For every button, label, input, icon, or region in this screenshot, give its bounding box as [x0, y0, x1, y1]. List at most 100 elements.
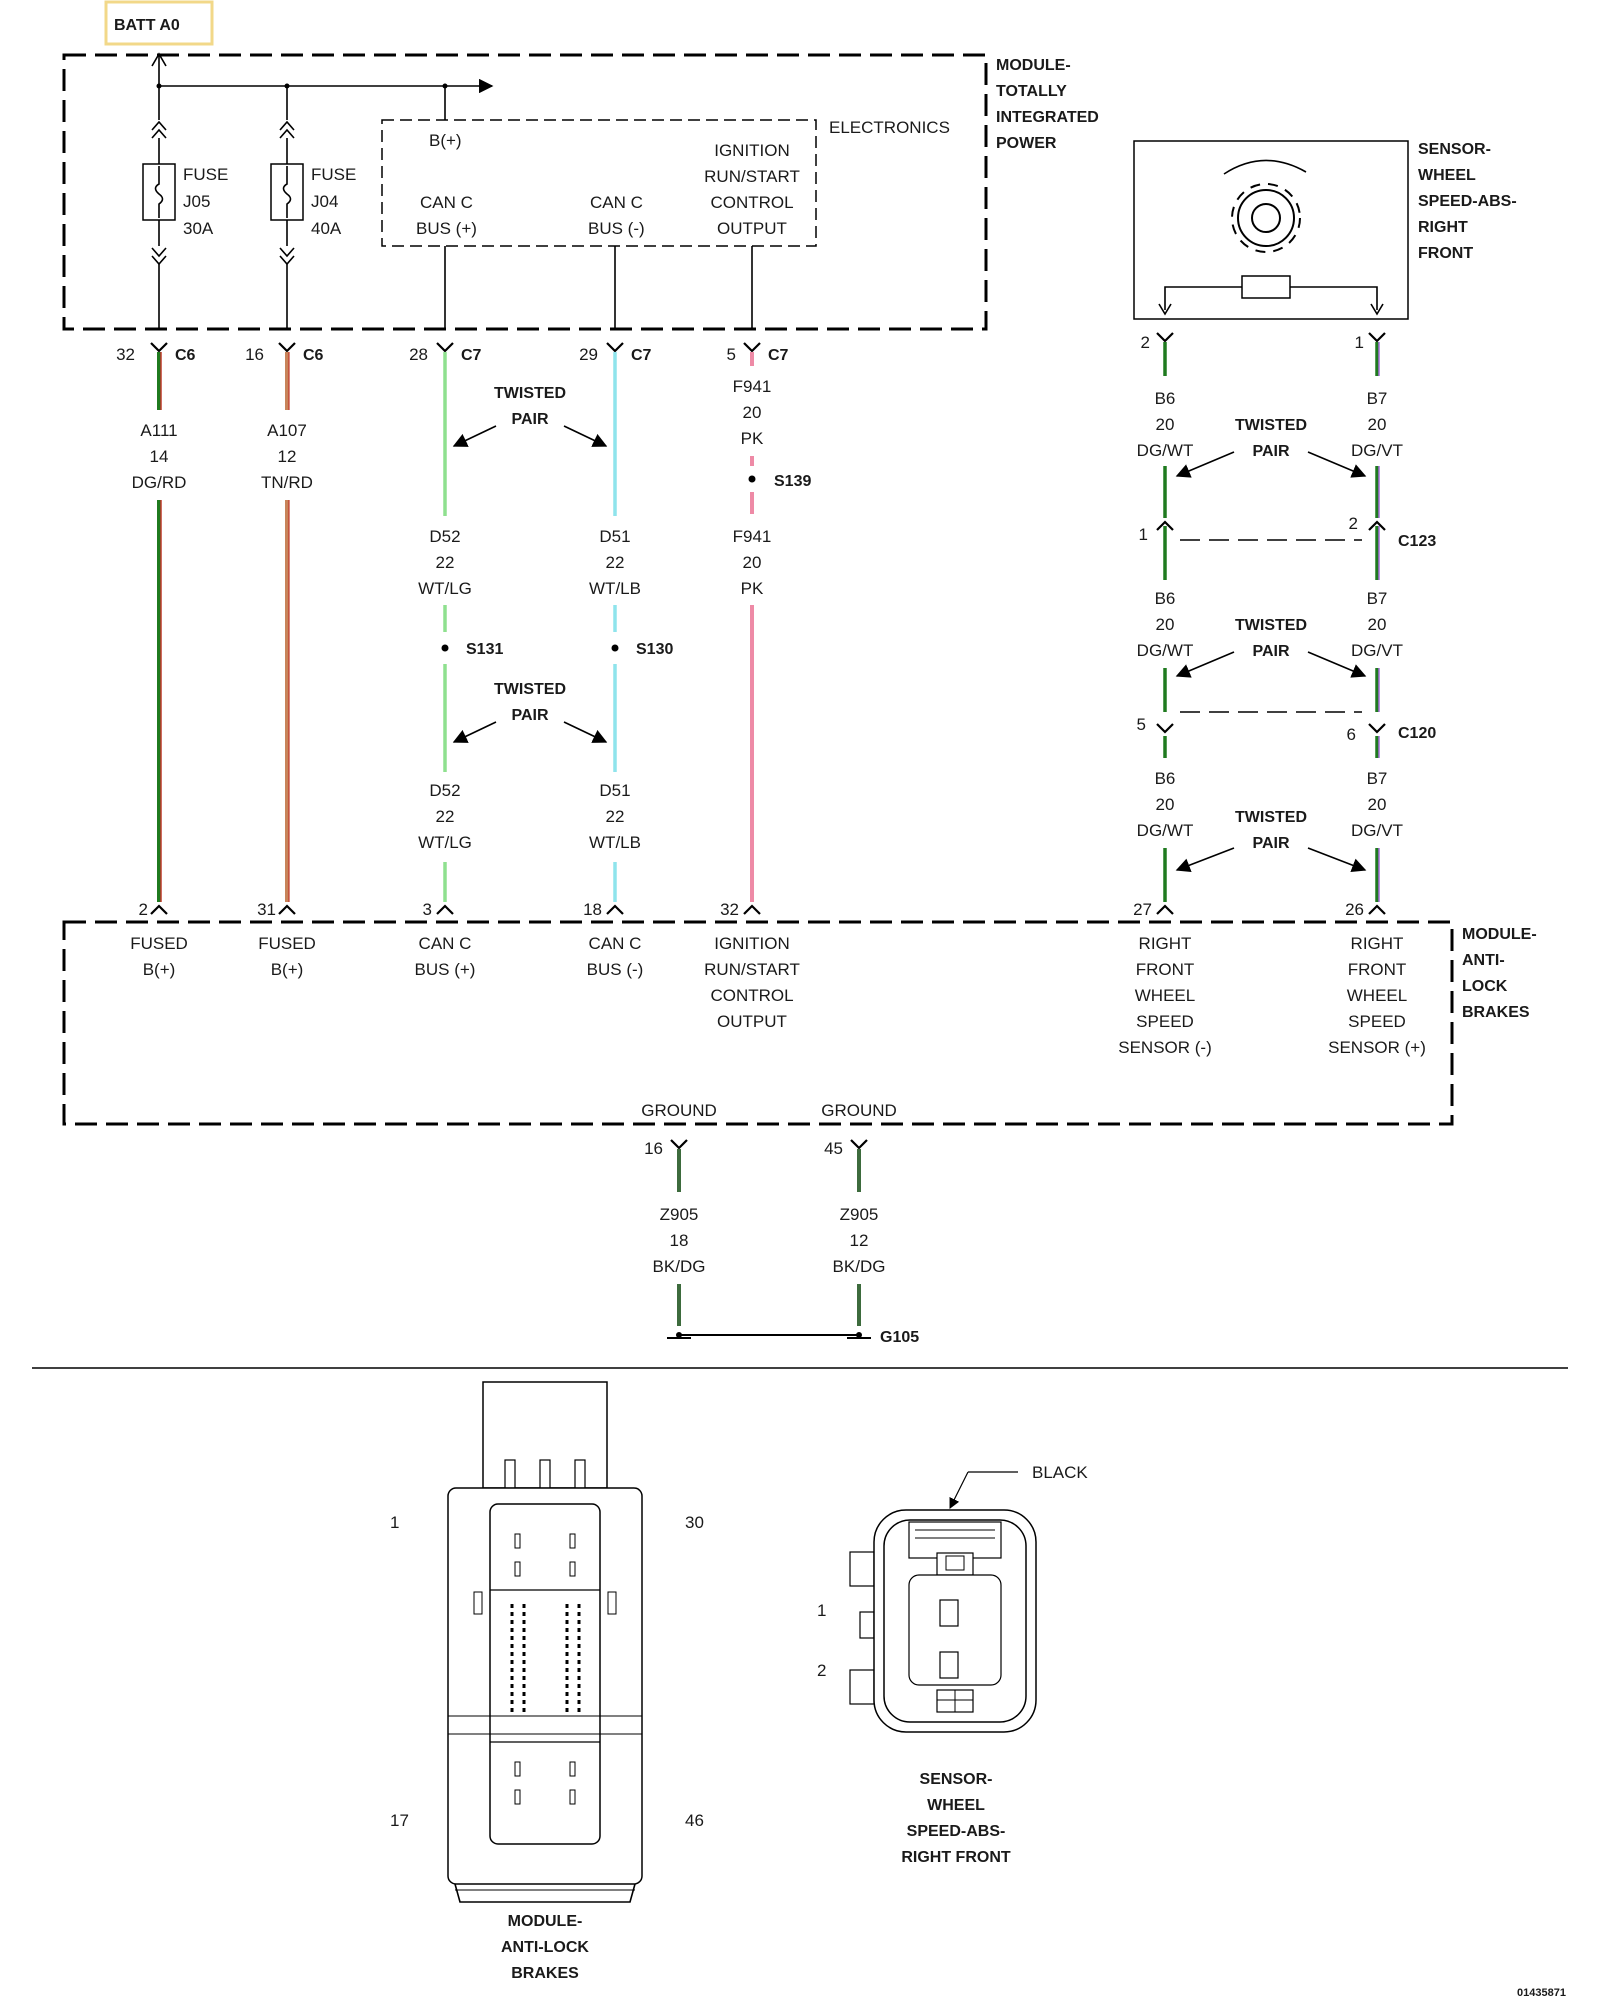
svg-text:OUTPUT: OUTPUT: [717, 1012, 787, 1031]
svg-text:DG/VT: DG/VT: [1351, 641, 1403, 660]
svg-text:C120: C120: [1398, 725, 1436, 742]
svg-text:18: 18: [670, 1231, 689, 1250]
svg-text:PAIR: PAIR: [1252, 443, 1289, 460]
svg-text:SENSOR (-): SENSOR (-): [1118, 1038, 1212, 1057]
wire-d52: D52 22 WT/LG S131 D52 22 WT/LG: [418, 352, 503, 902]
pin-cavity: [565, 1612, 569, 1616]
batt-a0-label: BATT A0: [104, 0, 214, 46]
svg-text:12: 12: [850, 1231, 869, 1250]
svg-text:B7: B7: [1367, 389, 1388, 408]
pin-cavity: [522, 1700, 526, 1704]
pin-cavity: [577, 1604, 581, 1608]
svg-text:1: 1: [390, 1513, 399, 1532]
svg-text:CONTROL: CONTROL: [710, 986, 793, 1005]
pin-cavity: [565, 1628, 569, 1632]
svg-text:D52: D52: [429, 527, 460, 546]
svg-text:MODULE-: MODULE-: [1462, 926, 1537, 943]
svg-text:D51: D51: [599, 781, 630, 800]
svg-text:PK: PK: [741, 579, 764, 598]
abs-pin-labels: FUSED B(+) FUSED B(+) CAN C BUS (+) CAN …: [130, 934, 1426, 1120]
svg-text:FUSED: FUSED: [258, 934, 316, 953]
svg-text:WT/LG: WT/LG: [418, 833, 472, 852]
svg-text:J04: J04: [311, 192, 338, 211]
svg-text:ANTI-: ANTI-: [1462, 952, 1505, 969]
pin-cavity: [510, 1668, 514, 1672]
pin-cavity: [577, 1676, 581, 1680]
svg-text:RIGHT: RIGHT: [1139, 934, 1192, 953]
twisted-pair-sensor-3: TWISTED PAIR: [1175, 809, 1367, 873]
pin-cavity: [565, 1676, 569, 1680]
wire-b7: B7 20 DG/VT B7 20 DG/VT B7 20 DG/VT: [1351, 342, 1403, 902]
pin-cavity: [565, 1620, 569, 1624]
svg-text:INTEGRATED: INTEGRATED: [996, 109, 1099, 126]
svg-text:SENSOR (+): SENSOR (+): [1328, 1038, 1426, 1057]
svg-text:A111: A111: [140, 421, 177, 440]
twisted-pair-can-2: TWISTED PAIR: [452, 681, 608, 743]
sensor-connector-view: BLACK 1 2 SENSOR- WHEEL SPEED-ABS- RIGHT…: [817, 1463, 1088, 1866]
svg-text:DG/WT: DG/WT: [1137, 441, 1194, 460]
svg-text:RIGHT: RIGHT: [1351, 934, 1404, 953]
svg-text:D51: D51: [599, 527, 630, 546]
svg-text:FRONT: FRONT: [1136, 960, 1195, 979]
wire-f941: F941 20 PK S139 F941 20 PK: [733, 352, 811, 902]
svg-text:TN/RD: TN/RD: [261, 473, 313, 492]
svg-text:IGNITION: IGNITION: [714, 141, 790, 160]
pin-cavity: [510, 1700, 514, 1704]
svg-text:16: 16: [245, 345, 264, 364]
electronics-label: ELECTRONICS: [829, 118, 950, 137]
svg-text:32: 32: [116, 345, 135, 364]
wire-a111: A111 14 DG/RD: [132, 352, 186, 902]
svg-text:FRONT: FRONT: [1418, 245, 1473, 262]
svg-text:32: 32: [720, 900, 739, 919]
svg-text:WHEEL: WHEEL: [1135, 986, 1195, 1005]
svg-text:FUSED: FUSED: [130, 934, 188, 953]
svg-text:SPEED: SPEED: [1348, 1012, 1406, 1031]
svg-text:SPEED-ABS-: SPEED-ABS-: [907, 1823, 1006, 1840]
sensor-pins: 2 1: [1141, 332, 1386, 352]
svg-text:BUS (-): BUS (-): [588, 219, 645, 238]
pin-cavity: [565, 1692, 569, 1696]
svg-text:BUS (+): BUS (+): [416, 219, 477, 238]
svg-text:PAIR: PAIR: [511, 707, 548, 724]
pin-cavity: [510, 1708, 514, 1712]
svg-text:BRAKES: BRAKES: [1462, 1004, 1530, 1021]
svg-text:C6: C6: [175, 347, 196, 364]
electronics-box: [381, 119, 817, 247]
svg-text:PAIR: PAIR: [511, 411, 548, 428]
pin-cavity: [510, 1636, 514, 1640]
pin-cavity: [522, 1660, 526, 1664]
pin-cavity: [565, 1668, 569, 1672]
svg-text:27: 27: [1133, 900, 1152, 919]
svg-text:26: 26: [1345, 900, 1364, 919]
sensor-box-title: SENSOR- WHEEL SPEED-ABS- RIGHT FRONT: [1418, 141, 1517, 262]
gear-icon: [1231, 183, 1301, 253]
svg-text:DG/VT: DG/VT: [1351, 821, 1403, 840]
pin-cavity: [577, 1644, 581, 1648]
svg-text:RIGHT FRONT: RIGHT FRONT: [901, 1849, 1011, 1866]
pin-cavity: [510, 1660, 514, 1664]
twisted-pair-sensor-1: TWISTED PAIR: [1175, 417, 1367, 478]
pin-cavity: [510, 1652, 514, 1656]
svg-text:C7: C7: [768, 347, 789, 364]
svg-text:28: 28: [409, 345, 428, 364]
svg-text:B(+): B(+): [271, 960, 304, 979]
fuse-j05: FUSE J05 30A: [142, 120, 228, 330]
svg-text:22: 22: [606, 807, 625, 826]
pin-cavity: [577, 1684, 581, 1688]
svg-text:MODULE-: MODULE-: [508, 1913, 583, 1930]
svg-text:C6: C6: [303, 347, 324, 364]
svg-text:BATT A0: BATT A0: [114, 17, 180, 34]
svg-text:C7: C7: [631, 347, 652, 364]
pin-cavity: [510, 1644, 514, 1648]
svg-text:40A: 40A: [311, 219, 342, 238]
svg-text:DG/VT: DG/VT: [1351, 441, 1403, 460]
svg-text:45: 45: [824, 1139, 843, 1158]
svg-text:S131: S131: [466, 641, 503, 658]
svg-text:D52: D52: [429, 781, 460, 800]
pin-cavity: [565, 1604, 569, 1608]
svg-text:CAN C: CAN C: [420, 193, 473, 212]
pin-cavity: [565, 1708, 569, 1712]
pin-cavity: [577, 1636, 581, 1640]
svg-text:1: 1: [1355, 333, 1364, 352]
